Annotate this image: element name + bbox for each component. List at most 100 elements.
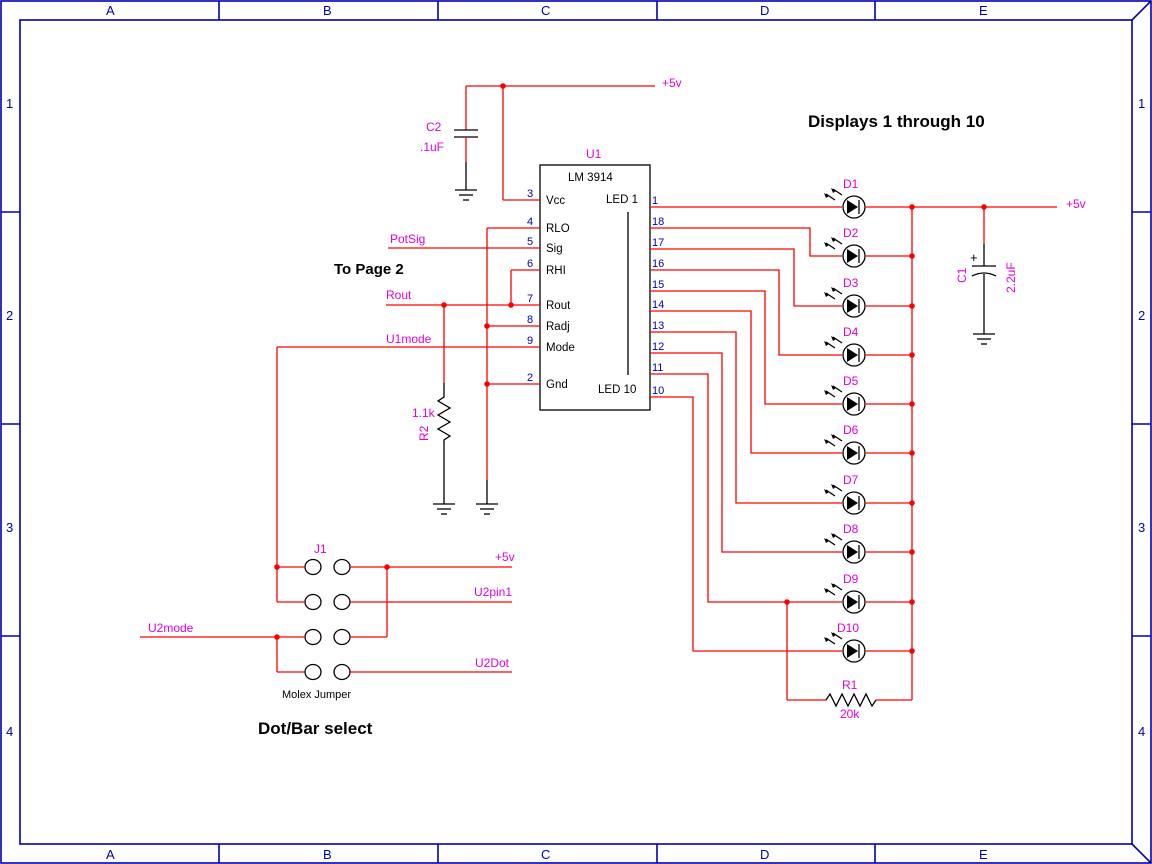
u1-pin-number: 13 [652,320,664,332]
net-u2dot: U2Dot [475,656,510,670]
j1-pin [304,663,322,681]
led-ref: D7 [843,473,859,487]
u1-left-wiring: PotSig Rout 1.1k R2 U1mode [276,227,540,602]
u1-pin-number: 15 [652,279,664,291]
net-rout: Rout [386,288,412,302]
led-diode: D5 [824,374,866,416]
j1-pin [304,558,322,576]
zone-row-right: 1 [1138,96,1145,111]
zone-col-top: E [979,3,988,18]
net-vcc-right: +5v [1066,197,1086,211]
u1-pin-number: 14 [652,299,664,311]
zone-row-left: 1 [6,96,13,111]
zone-row-right: 4 [1138,724,1145,739]
zone-col-bottom: E [979,847,988,862]
u1-pin-number: 3 [527,188,533,200]
u1-led-first: LED 1 [606,194,638,206]
u1-pin-name: RLO [546,223,570,235]
c2-capacitor: C2 .1uF +5v [420,76,682,201]
c2-ref: C2 [426,120,442,134]
u1-pin-number: 4 [527,216,533,228]
to-page-heading: To Page 2 [334,261,404,278]
r1-ref: R1 [842,678,858,692]
j1-pin [304,593,322,611]
led-diode: D8 [824,522,866,564]
u1-pin-number: 1 [652,195,658,207]
led-ref: D6 [843,423,859,437]
u1-pin-name: RHI [546,265,566,277]
u1-chip: U1 LM 3914 LED 1 LED 10 3Vcc4RLO5Sig6RHI… [527,147,664,411]
zone-col-top: D [760,3,769,18]
u1-pin-name: Vcc [546,195,565,207]
j1-pin [333,663,351,681]
u1-part: LM 3914 [568,172,613,184]
dot-bar-heading: Dot/Bar select [258,719,373,738]
led-diode: D1 [824,177,866,219]
zone-col-bottom: B [323,847,332,862]
led-diode: D4 [824,325,866,367]
net-u1mode: U1mode [386,332,432,346]
net-potsig: PotSig [390,232,425,246]
zone-row-left: 4 [6,724,13,739]
led-diode: D10 [824,621,866,663]
led-ref: D10 [837,621,859,635]
u1-pin-name: Sig [546,243,563,255]
u1-pin-number: 11 [652,362,663,374]
j1-pin [304,628,322,646]
u1-pin-number: 17 [652,237,664,249]
c1-capacitor: + C1 2.2uF [955,207,1018,345]
led-ref: D8 [843,522,859,536]
u1-pin-number: 10 [652,385,664,397]
u1-pin-name: Mode [546,342,575,354]
u1-pin-number: 9 [527,335,533,347]
led-diode: D6 [824,423,866,465]
led-ref: D3 [843,276,859,290]
u1-pin-name: Gnd [546,379,568,391]
led-diode: D3 [824,276,866,318]
net-u2mode: U2mode [148,621,194,635]
u1-pin-number: 7 [527,293,533,305]
led-diode: D2 [824,226,866,268]
u1-pin-number: 16 [652,258,664,270]
net-vcc-top: +5v [662,76,682,90]
u1-ref: U1 [586,147,602,161]
j1-pin [333,593,351,611]
led-ref: D9 [843,572,859,586]
led-diode: D7 [824,473,866,515]
zone-col-top: A [106,3,115,18]
u1-led-last: LED 10 [598,384,636,396]
led-diode: D9 [824,572,866,614]
net-u2pin1: U2pin1 [474,585,512,599]
zone-row-left: 3 [6,520,13,535]
u1-pin-name: Rout [546,300,571,312]
zone-col-bottom: D [760,847,769,862]
displays-heading: Displays 1 through 10 [808,112,985,131]
j1-ref: J1 [314,542,327,556]
led-ref: D5 [843,374,859,388]
led-ref: D4 [843,325,859,339]
j1-value: Molex Jumper [282,689,351,701]
net-j1-vcc: +5v [495,550,515,564]
zone-col-top: C [541,3,550,18]
zone-col-top: B [323,3,332,18]
j1-jumper: J1 Molex Jumper +5v U2pin1 U2mode U2Dot [140,542,515,701]
r1-value: 20k [840,707,860,721]
j1-pin [333,558,351,576]
r2-value: 1.1k [412,406,436,420]
u1-pin-number: 12 [652,341,664,353]
led-ref: D1 [843,177,859,191]
c2-value: .1uF [420,140,444,154]
u1-pin-name: Radj [546,321,570,333]
c1-value: 2.2uF [1004,262,1018,293]
svg-text:+: + [970,250,978,265]
led-ref: D2 [843,226,859,240]
zone-row-right: 3 [1138,520,1145,535]
u1-pin-number: 5 [527,236,533,248]
j1-pin [333,628,351,646]
zone-row-right: 2 [1138,308,1145,323]
zone-col-bottom: A [106,847,115,862]
